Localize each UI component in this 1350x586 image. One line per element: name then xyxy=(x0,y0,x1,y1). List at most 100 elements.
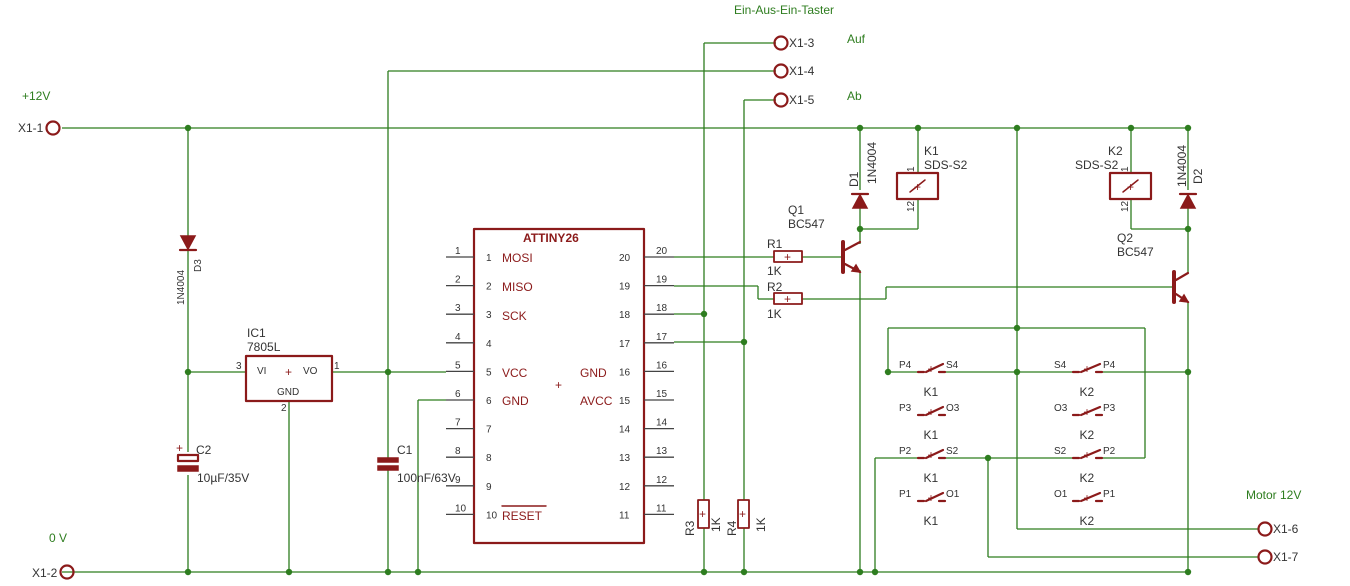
ic1-pin-in: 3 xyxy=(236,361,242,372)
mcu-pin-number-inner: 16 xyxy=(619,367,631,378)
switch-contact-icon xyxy=(1079,362,1102,374)
mcu-pin-number: 19 xyxy=(656,275,668,286)
mcu-pin-number: 10 xyxy=(455,503,467,514)
mcu-pin-number-inner: 7 xyxy=(486,425,492,436)
r4-name: R4 xyxy=(725,520,739,536)
capacitor-c2: + C2 10µF/35V xyxy=(176,441,249,485)
mcu-name: ATTINY26 xyxy=(523,231,579,245)
d3-name: D3 xyxy=(193,259,204,272)
mcu-pin-number-inner: 6 xyxy=(486,396,492,407)
r4-origin: + xyxy=(739,507,746,521)
connector-x1-2[interactable]: X1-2 xyxy=(32,564,75,581)
k1-pin12: 12 xyxy=(906,200,917,212)
diode-icon xyxy=(851,193,869,209)
ic1-name: IC1 xyxy=(247,326,266,340)
contact-left-label: P3 xyxy=(899,403,912,414)
ic1-origin: + xyxy=(285,365,292,379)
switch-contact-icon xyxy=(1079,405,1102,417)
supply-label: +12V xyxy=(22,89,50,103)
contact-origin: + xyxy=(1084,491,1091,505)
resistor-r2: + R2 1K xyxy=(767,280,803,321)
transistor-q2: Q2 BC547 xyxy=(1117,231,1190,304)
relay-coil-k2: + K2 SDS-S2 1 12 xyxy=(1075,144,1153,212)
ic1-gnd: GND xyxy=(277,387,299,398)
mcu-pin-number: 20 xyxy=(656,246,668,257)
c1-name: C1 xyxy=(397,443,413,457)
connector-x1-5[interactable]: X1-5 xyxy=(773,92,815,108)
mcu-pin-number-inner: 20 xyxy=(619,253,631,264)
k1-name: K1 xyxy=(924,144,939,158)
d2-value: 1N4004 xyxy=(1175,145,1189,187)
connector-x1-7[interactable]: X1-7 xyxy=(1257,549,1299,565)
connector-x1-1[interactable]: X1-1 xyxy=(18,120,61,136)
terminal-icon xyxy=(773,35,789,51)
mcu-pin-number: 6 xyxy=(455,389,461,400)
contact-right-label: O1 xyxy=(946,489,960,500)
resistor-icon xyxy=(773,292,803,305)
mcu-pin-number-inner: 1 xyxy=(486,253,492,264)
c2-plus: + xyxy=(176,441,183,455)
resistor-icon xyxy=(737,499,750,529)
connector-label: X1-7 xyxy=(1273,550,1299,564)
relay-coil-k1: + K1 SDS-S2 1 12 xyxy=(895,144,968,212)
diode-d3: 1N4004 D3 xyxy=(176,235,204,305)
mcu-pin-number-inner: 18 xyxy=(619,310,631,321)
ab-label: Ab xyxy=(847,89,862,103)
contact-origin: + xyxy=(1084,448,1091,462)
diode-icon xyxy=(1179,193,1197,209)
resistor-r1: + R1 1K xyxy=(767,237,803,278)
mcu-pin-number-inner: 11 xyxy=(619,510,630,521)
r3-value: 1K xyxy=(709,517,723,532)
contact-origin: + xyxy=(928,405,935,419)
contact-origin: + xyxy=(928,448,935,462)
connector-label: X1-5 xyxy=(789,93,815,107)
mcu-pin-number: 8 xyxy=(455,446,461,457)
mcu-pin-number: 16 xyxy=(656,360,668,371)
mcu-pin-number: 14 xyxy=(656,418,668,429)
contact-coil-label: K1 xyxy=(924,514,939,528)
k1-origin: + xyxy=(914,180,921,194)
mcu-pin-number-inner: 15 xyxy=(619,396,631,407)
wires xyxy=(62,42,1258,573)
diode-d2: 1N4004 D2 xyxy=(1175,145,1205,209)
contact-origin: + xyxy=(928,362,935,376)
ic1-pin-out: 1 xyxy=(334,361,340,372)
contact-right-label: S2 xyxy=(946,446,959,457)
mcu-pin-number-inner: 4 xyxy=(486,339,492,350)
contact-origin: + xyxy=(1084,362,1091,376)
connector-x1-4[interactable]: X1-4 xyxy=(773,63,815,79)
signal-miso: MISO xyxy=(502,280,533,294)
contact-origin: + xyxy=(928,491,935,505)
c2-value: 10µF/35V xyxy=(197,471,249,485)
switch-contact-icon xyxy=(1079,448,1102,460)
mcu-body xyxy=(472,227,646,545)
ic1-value: 7805L xyxy=(247,340,281,354)
k2-origin: + xyxy=(1127,180,1134,194)
relay-coil-icon xyxy=(1108,171,1153,201)
connector-label: X1-1 xyxy=(18,121,44,135)
resistor-r3: + R3 1K xyxy=(683,499,723,536)
connector-label: X1-3 xyxy=(789,36,815,50)
switch-title-label: Ein-Aus-Ein-Taster xyxy=(734,3,834,17)
signal-reset: RESET xyxy=(502,509,543,523)
mcu-pin-number: 15 xyxy=(656,389,668,400)
contact-coil-label: K1 xyxy=(924,385,939,399)
mcu-pin-number: 12 xyxy=(656,475,668,486)
mcu-pin-number-inner: 19 xyxy=(619,282,631,293)
contact-left-label: P2 xyxy=(899,446,912,457)
contact-coil-label: K2 xyxy=(1080,385,1095,399)
contact-right-label: P2 xyxy=(1103,446,1116,457)
mcu-pin-number-inner: 17 xyxy=(619,339,631,350)
connector-x1-3[interactable]: X1-3 xyxy=(773,35,815,51)
connector-x1-6[interactable]: X1-6 xyxy=(1257,521,1299,537)
resistor-icon xyxy=(697,499,710,529)
capacitor-c1: C1 100nF/63V xyxy=(377,443,456,485)
d2-name: D2 xyxy=(1191,168,1205,184)
mcu-pin-number: 18 xyxy=(656,303,668,314)
